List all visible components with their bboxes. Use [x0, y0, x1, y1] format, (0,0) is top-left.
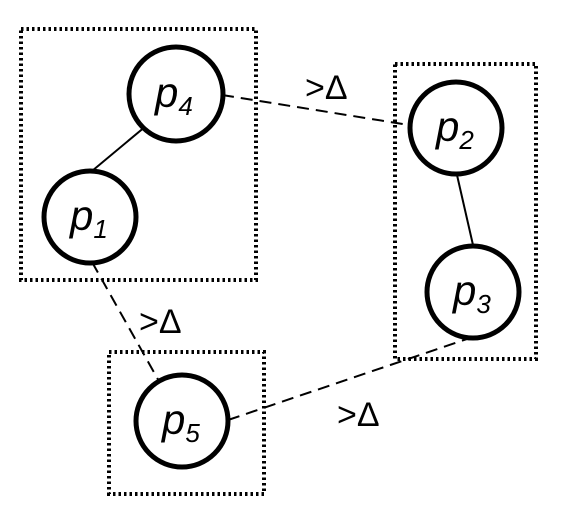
node-label-p3: p [451, 267, 476, 314]
edge-p2-p3 [456, 174, 474, 246]
node-circle-p2 [407, 79, 505, 177]
node-p3: p3 [424, 243, 522, 341]
edge-p1-p5 [91, 261, 161, 384]
node-subscript-p3: 3 [476, 289, 491, 319]
node-label-p2: p [434, 103, 459, 150]
group-box-p1-p4 [19, 27, 258, 282]
node-p4: p4 [126, 44, 226, 144]
svg-text:p4: p4 [153, 69, 193, 121]
node-p2: p2 [407, 79, 505, 177]
node-label-p4: p [153, 69, 178, 116]
svg-text:p5: p5 [160, 396, 200, 448]
node-subscript-p5: 5 [185, 418, 200, 448]
node-subscript-p2: 2 [458, 125, 474, 155]
group-box-p2-p3 [393, 62, 538, 361]
edge-label-p1-p5: >Δ [139, 303, 182, 341]
edge-label-p5-p3: >Δ [337, 396, 380, 434]
node-p1: p1 [41, 168, 139, 266]
node-subscript-p1: 1 [93, 214, 107, 244]
node-circle-p5 [133, 372, 231, 470]
edge-label-p4-p2: >Δ [305, 69, 348, 107]
node-p5: p5 [133, 372, 231, 470]
node-circle-p1 [41, 168, 139, 266]
edge-p1-p4 [91, 125, 147, 172]
svg-text:p3: p3 [451, 267, 491, 319]
edge-p5-p3 [227, 337, 471, 421]
svg-text:p2: p2 [434, 103, 474, 155]
node-label-p1: p [68, 192, 93, 239]
node-circle-p4 [126, 44, 226, 144]
svg-text:p1: p1 [68, 192, 108, 244]
node-label-p5: p [160, 396, 185, 443]
group-box-p5 [107, 350, 266, 496]
node-subscript-p4: 4 [178, 91, 192, 121]
node-circle-p3 [424, 243, 522, 341]
edge-p4-p2 [221, 94, 410, 126]
